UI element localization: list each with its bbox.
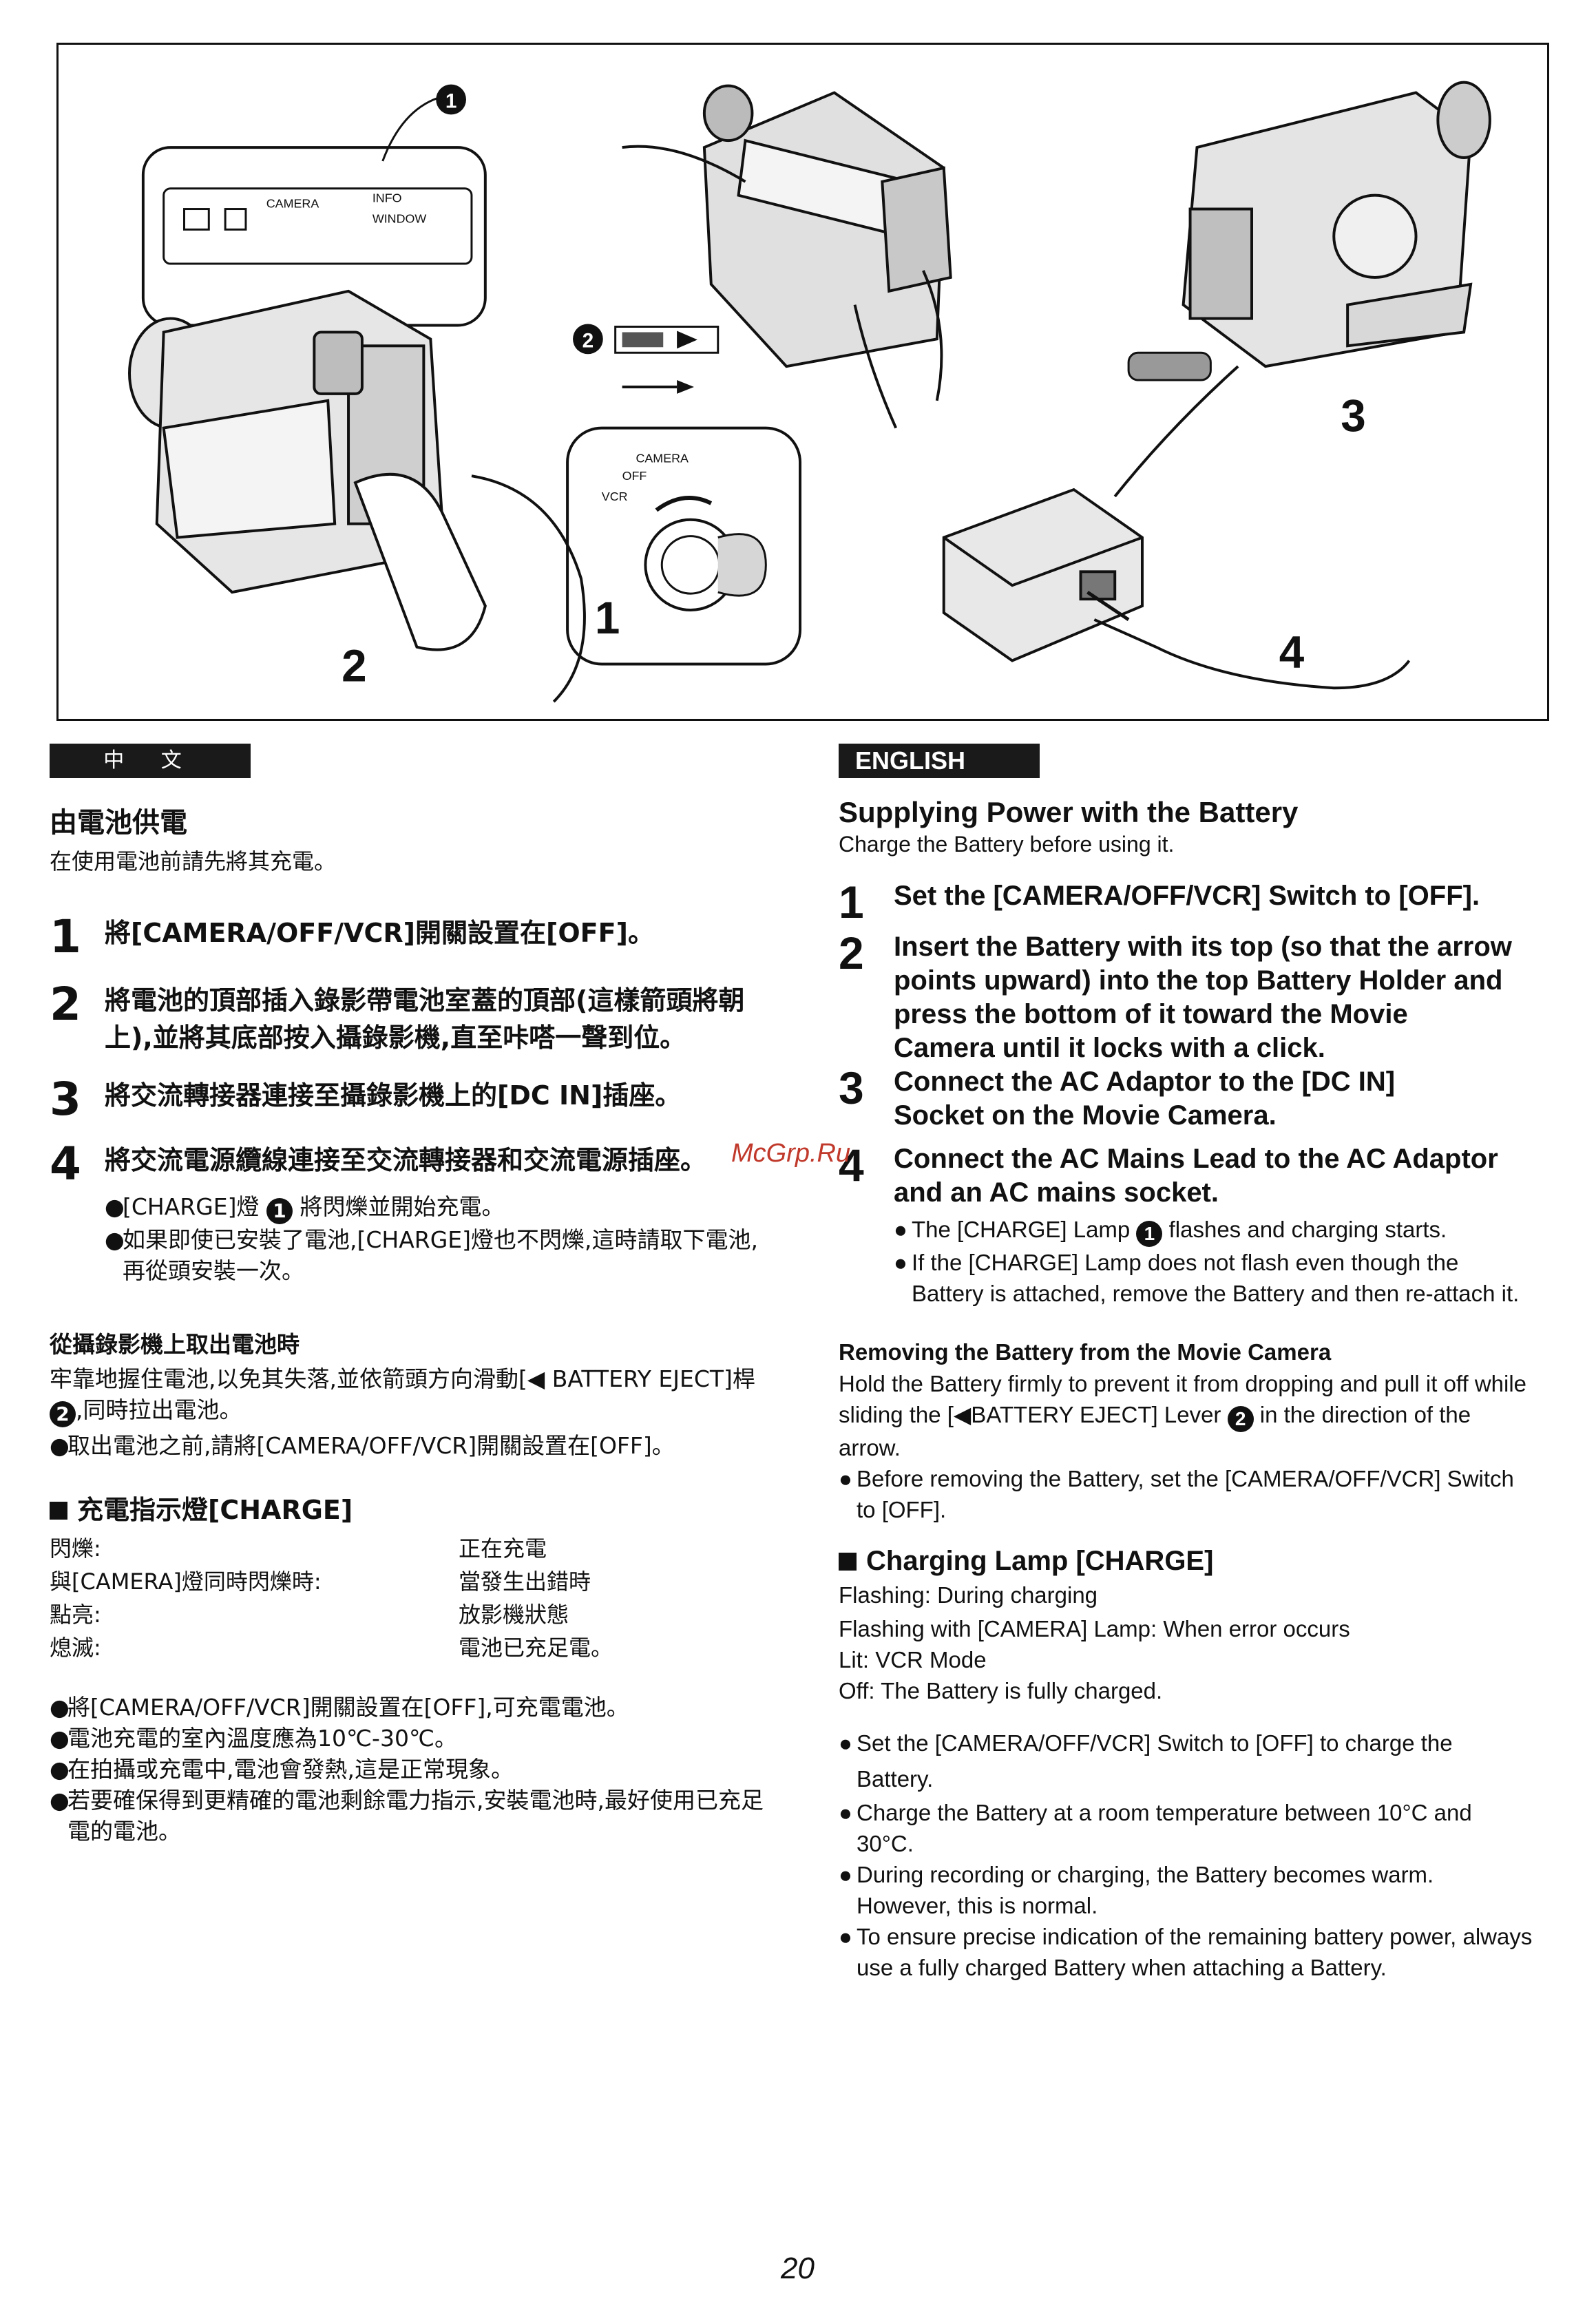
en-note-2: ●Charge the Battery at a room temperatur…	[839, 1800, 1472, 1856]
zh-remove-text: 牢靠地握住電池,以免其失落,並依箭頭方向滑動[◀ BATTERY EJECT]桿…	[50, 1363, 773, 1427]
lcd-window-label: WINDOW	[372, 211, 427, 225]
zh-subtitle: 在使用電池前請先將其充電。	[50, 848, 337, 874]
en-step-4: 4 Connect the AC Mains Lead to the AC Ad…	[839, 1140, 1498, 1208]
zh-step4-bullet-2: ●如果即使已安裝了電池,[CHARGE]燈也不閃爍,這時請取下電池,再從頭安裝一…	[105, 1226, 759, 1284]
chinese-column: 中 文 由電池供電 在使用電池前請先將其充電。 1 將[CAMERA/OFF/V…	[50, 744, 779, 1847]
camera-illustration-svg: CAMERA INFO WINDOW 1 2 2 CAMERA OFF VCR	[128, 81, 1491, 703]
zh-step-4: 4 將交流電源纜線連接至交流轉接器和交流電源插座。	[50, 1137, 707, 1190]
camera-right-drawing	[1182, 81, 1491, 368]
zh-step-2: 2 將電池的頂部插入錄影帶電池室蓋的頂部(這樣箭頭將朝上),並將其底部按入攝錄影…	[50, 978, 745, 1053]
marker-2-icon: 2	[50, 1401, 76, 1427]
en-remove-text: Hold the Battery firmly to prevent it fr…	[839, 1371, 1527, 1460]
mains-lead	[1093, 618, 1411, 690]
zh-remove-bullet: ●取出電池之前,請將[CAMERA/OFF/VCR]開關設置在[OFF]。	[50, 1432, 675, 1459]
marker-2-icon	[573, 324, 603, 355]
en-step-2: 2 Insert the Battery with its top (so th…	[839, 927, 1512, 1063]
switch-off-label: OFF	[622, 469, 647, 483]
ac-adaptor-drawing	[942, 487, 1144, 662]
page-number: 20	[781, 2252, 815, 2285]
en-step-1: 1 Set the [CAMERA/OFF/VCR] Switch to [OF…	[839, 877, 1480, 927]
en-lamp-list: Flashing: During charging Flashing with …	[839, 1582, 1350, 1703]
english-column: ENGLISH Supplying Power with the Battery…	[839, 744, 1541, 1983]
zh-section-title: 由電池供電	[50, 807, 187, 839]
en-note-4: ●To ensure precise indication of the rem…	[839, 1924, 1533, 1980]
dc-cable	[1113, 365, 1239, 498]
switch-camera-label: CAMERA	[636, 451, 689, 465]
zh-step4-bullet-1: ● [CHARGE]燈 1 將閃爍並開始充電。	[105, 1191, 766, 1224]
square-bullet-icon	[839, 1553, 857, 1571]
instruction-illustration: CAMERA INFO WINDOW 1 2 2 CAMERA OFF VCR	[56, 43, 1549, 721]
en-step4-bullet-1: ● The [CHARGE] Lamp 1 flashes and chargi…	[894, 1214, 1527, 1247]
en-note-1: ●Set the [CAMERA/OFF/VCR] Switch to [OFF…	[839, 1730, 1453, 1792]
lcd-info-label: INFO	[372, 191, 402, 205]
en-step4-bullet-2: ●If the [CHARGE] Lamp does not flash eve…	[894, 1250, 1520, 1306]
zh-lamp-table: 閃爍:正在充電 與[CAMERA]燈同時閃爍時:當發生出錯時 點亮:放影機狀態 …	[50, 1535, 613, 1661]
en-note-3: ●During recording or charging, the Batte…	[839, 1862, 1434, 1918]
zh-note-1: ●將[CAMERA/OFF/VCR]開關設置在[OFF],可充電電池。	[50, 1694, 629, 1721]
callout-1: 1	[595, 593, 620, 643]
marker-1-icon: 1	[1136, 1221, 1163, 1247]
callout-2: 2	[342, 640, 366, 691]
marker-2-icon: 2	[1227, 1406, 1254, 1432]
zh-remove-title: 從攝錄影機上取出電池時	[50, 1331, 300, 1358]
hand-drawing	[353, 472, 487, 651]
en-remove-title: Removing the Battery from the Movie Came…	[839, 1339, 1332, 1365]
en-subtitle: Charge the Battery before using it.	[839, 832, 1175, 857]
lcd-camera-label: CAMERA	[266, 197, 319, 211]
zh-note-2: ●電池充電的室內溫度應為10℃-30℃。	[50, 1725, 458, 1752]
callout-4: 4	[1279, 627, 1305, 677]
switch-vcr-label: VCR	[602, 490, 628, 503]
en-lamp-title: Charging Lamp [CHARGE]	[839, 1546, 1541, 1577]
zh-step-1: 1 將[CAMERA/OFF/VCR]開關設置在[OFF]。	[50, 910, 654, 963]
marker-1-icon: 1	[266, 1198, 293, 1224]
square-bullet-icon	[50, 1502, 67, 1520]
svg-text:2: 2	[582, 329, 594, 352]
watermark: McGrp.Ru	[731, 1139, 851, 1168]
zh-note-3: ●在拍攝或充電中,電池會發熱,這是正常現象。	[50, 1756, 514, 1783]
zh-note-4: ●若要確保得到更精確的電池剩餘電力指示,安裝電池時,最好使用已充足電的電池。	[50, 1787, 764, 1845]
en-remove-bullet: ●Before removing the Battery, set the [C…	[839, 1466, 1514, 1522]
switch-panel-frame	[566, 426, 802, 666]
lang-label-chinese: 中 文	[50, 744, 251, 778]
battery-eject-slider-icon	[614, 325, 720, 354]
camera-middle-drawing	[702, 84, 952, 368]
zh-lamp-title: 充電指示燈[CHARGE]	[50, 1489, 779, 1526]
zh-step-3: 3 將交流轉接器連接至攝錄影機上的[DC IN]插座。	[50, 1073, 682, 1126]
en-step-3: 3 Connect the AC Adaptor to the [DC IN] …	[839, 1062, 1396, 1131]
en-notes: ●Set the [CAMERA/OFF/VCR] Switch to [OFF…	[839, 1725, 1534, 1983]
callout-3: 3	[1341, 391, 1365, 441]
svg-text:1: 1	[445, 90, 457, 112]
lang-label-english: ENGLISH	[839, 744, 1040, 778]
zh-notes: ●將[CAMERA/OFF/VCR]開關設置在[OFF],可充電電池。 ●電池充…	[50, 1692, 773, 1847]
marker-1-icon	[436, 84, 466, 115]
en-section-title: Supplying Power with the Battery	[839, 796, 1299, 828]
